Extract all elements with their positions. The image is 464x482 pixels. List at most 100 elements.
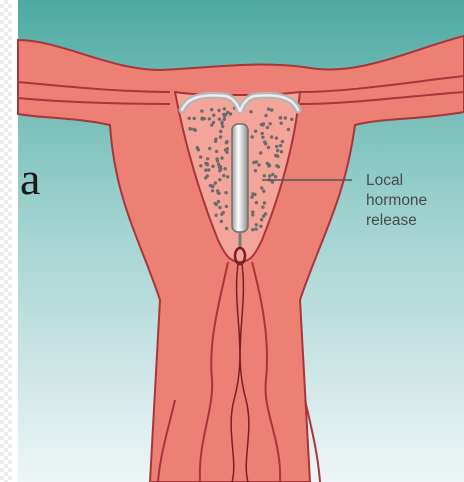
hormone-dot <box>284 116 287 119</box>
hormone-dot <box>209 184 212 187</box>
hormone-dot <box>223 118 226 121</box>
hormone-dot <box>219 130 222 133</box>
hormone-dot <box>189 127 192 130</box>
hormone-dot <box>261 206 264 209</box>
hormone-dot <box>224 148 227 151</box>
hormone-dot <box>260 218 263 221</box>
slide-text-fragment: a <box>20 156 40 202</box>
hormone-dot <box>251 135 254 138</box>
hormone-dot <box>249 110 252 113</box>
hormone-dot <box>255 201 258 204</box>
iud-hormone-rod <box>232 124 248 232</box>
hormone-dot <box>197 148 200 151</box>
hormone-dot <box>287 128 290 131</box>
hormone-dot <box>255 223 258 226</box>
hormone-dot <box>279 144 282 147</box>
hormone-dot <box>259 151 262 154</box>
hormone-dot <box>219 165 222 168</box>
hormone-dot <box>267 164 270 167</box>
hormone-dot <box>214 214 217 217</box>
callout-label-line-2: hormone <box>366 193 427 209</box>
hormone-dot <box>261 136 264 139</box>
hormone-dot <box>225 205 228 208</box>
hormone-dot <box>217 192 220 195</box>
hormone-dot <box>280 150 283 153</box>
hormone-dot <box>280 122 283 125</box>
hormone-dot <box>254 130 257 133</box>
hormone-dot <box>208 117 211 120</box>
hormone-dot <box>262 190 265 193</box>
hormone-dot <box>279 116 282 119</box>
hormone-dot <box>275 145 278 148</box>
hormone-dot <box>264 212 267 215</box>
hormone-dot <box>251 192 254 195</box>
hormone-dot <box>219 135 222 138</box>
hormone-dot <box>211 189 214 192</box>
hormone-dot <box>217 200 220 203</box>
hormone-dot <box>199 155 202 158</box>
hormone-dot <box>207 168 210 171</box>
hormone-dot <box>220 156 223 159</box>
hormone-dot <box>212 114 215 117</box>
hormone-dot <box>218 117 221 120</box>
hormone-dot <box>270 108 273 111</box>
hormone-dot <box>188 117 191 120</box>
hormone-dot <box>266 126 269 129</box>
hormone-dot <box>223 107 226 110</box>
hormone-dot <box>276 149 279 152</box>
hormone-dot <box>263 201 266 204</box>
hormone-dot <box>271 180 274 183</box>
hormone-dot <box>267 107 270 110</box>
hormone-dot <box>268 174 271 177</box>
callout-label-line-3: release <box>366 213 417 229</box>
hormone-dot <box>221 125 224 128</box>
hormone-dot <box>216 159 219 162</box>
hormone-dot <box>218 206 221 209</box>
hormone-dot <box>255 160 258 163</box>
hormone-dot <box>193 117 196 120</box>
hormone-dot <box>274 175 277 178</box>
hormone-dot <box>222 211 225 214</box>
hormone-dot <box>260 123 263 126</box>
hormone-dot <box>226 111 229 114</box>
hormone-dot <box>220 121 223 124</box>
hormone-dot <box>192 128 195 131</box>
hormone-dot <box>263 140 266 143</box>
hormone-dot <box>211 165 214 168</box>
hormone-dot <box>217 109 220 112</box>
hormone-dot <box>204 169 207 172</box>
hormone-dot <box>215 150 218 153</box>
hormone-dot <box>208 147 211 150</box>
hormone-dot <box>224 167 227 170</box>
hormone-dot <box>218 178 221 181</box>
hormone-dot <box>210 108 213 111</box>
hormone-dot <box>290 118 293 121</box>
hormone-dot <box>271 173 274 176</box>
hormone-dot <box>260 186 263 189</box>
hormone-dot <box>224 191 227 194</box>
hormone-dot <box>261 132 264 135</box>
hormone-dot <box>281 140 284 143</box>
hormone-dot <box>199 164 202 167</box>
hormone-dot <box>251 228 254 231</box>
hormone-dot <box>275 136 278 139</box>
hormone-dot <box>214 181 217 184</box>
hormone-dot <box>222 113 225 116</box>
hormone-dot <box>210 123 213 126</box>
hormone-dot <box>214 138 217 141</box>
hormone-dot <box>251 213 254 216</box>
hormone-dot <box>257 163 260 166</box>
hormone-dot <box>254 169 257 172</box>
hormone-dot <box>215 203 218 206</box>
hormone-dot <box>222 174 225 177</box>
hormone-dot <box>250 195 253 198</box>
hormone-dot <box>200 109 203 112</box>
hormone-dot <box>226 175 229 178</box>
hormone-dot <box>270 135 273 138</box>
hormone-dot <box>205 162 208 165</box>
hormone-dot <box>225 227 228 230</box>
hormone-dot <box>267 146 270 149</box>
hormone-dot <box>263 174 266 177</box>
hormone-dot <box>220 220 223 223</box>
